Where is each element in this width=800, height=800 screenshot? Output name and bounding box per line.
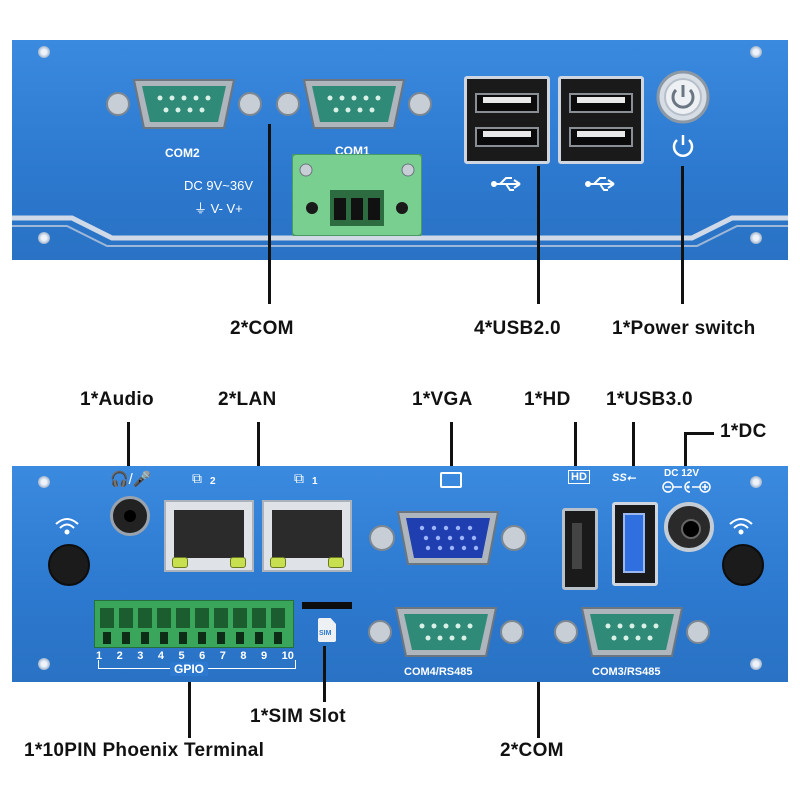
callout-top-com: 2*COM <box>230 318 294 339</box>
lan-led <box>270 557 286 568</box>
com1-port <box>276 79 432 129</box>
callout-terminal: 1*10PIN Phoenix Terminal <box>24 740 265 761</box>
com2-port <box>106 79 262 129</box>
sim-label: SIM <box>319 630 332 637</box>
callout-vga: 1*VGA <box>412 389 473 410</box>
antenna-hole <box>48 544 90 586</box>
hdmi-port[interactable] <box>562 508 598 590</box>
callout-dc: 1*DC <box>720 421 767 442</box>
screw <box>38 232 50 244</box>
com-bottom-pointer-line <box>537 682 540 738</box>
screw <box>38 476 50 488</box>
dc-input-text-line1: DC 9V~36V <box>184 178 254 193</box>
lan1-sub: 1 <box>312 476 318 487</box>
lan2-port[interactable] <box>164 500 254 572</box>
gpio-pin: 3 <box>137 650 144 662</box>
screw <box>750 46 762 58</box>
gpio-pin: 5 <box>178 650 185 662</box>
gpio-pin: 9 <box>261 650 268 662</box>
com-pointer-line <box>268 124 271 304</box>
power-button[interactable] <box>656 70 710 124</box>
sim-pointer-line <box>323 646 326 702</box>
dc-label: DC 12V <box>664 468 700 479</box>
com4-label: COM4/RS485 <box>404 666 473 678</box>
audio-pointer-line <box>127 422 130 466</box>
antenna-hole <box>722 544 764 586</box>
network-icon: ⧉ <box>192 470 202 486</box>
com2-label: COM2 <box>165 146 200 160</box>
gpio-pin: 10 <box>281 650 294 662</box>
vga-pointer-line <box>450 422 453 466</box>
usb3-label: SS⭠ <box>612 472 636 484</box>
usb2-stack-right <box>558 76 644 164</box>
top-io-panel: COM2 COM1 DC 9V~36V ⏚ V- V+ <box>12 40 788 260</box>
usb3-port[interactable] <box>612 502 658 586</box>
power-icon <box>672 135 694 157</box>
dc-pointer-line-h <box>684 432 714 435</box>
lan2-sub: 2 <box>210 476 216 487</box>
callout-top-usb: 4*USB2.0 <box>474 318 561 339</box>
gpio-pin-numbers: 1 2 3 4 5 6 7 8 9 10 <box>96 650 294 662</box>
dc-jack[interactable] <box>664 502 714 552</box>
wifi-icon <box>55 518 79 535</box>
dc-power-terminal <box>292 154 422 236</box>
screw <box>38 658 50 670</box>
callout-hd: 1*HD <box>524 389 571 410</box>
bottom-io-panel: 🎧/🎤 ⧉ 2 ⧉ 1 HD SS⭠ DC 12V <box>12 466 788 682</box>
lan1-port[interactable] <box>262 500 352 572</box>
gpio-pin: 4 <box>157 650 164 662</box>
usb2-port[interactable] <box>475 127 539 147</box>
screw <box>750 658 762 670</box>
usb-pointer-line <box>537 166 540 304</box>
dc-input-text-line2: ⏚ V- V+ <box>194 201 243 216</box>
com3-port <box>554 607 710 657</box>
power-pointer-line <box>681 166 684 304</box>
gpio-pin: 6 <box>199 650 206 662</box>
sim-slot[interactable] <box>302 602 352 609</box>
network-icon: ⧉ <box>294 470 304 486</box>
screw <box>750 232 762 244</box>
callout-audio: 1*Audio <box>80 389 154 410</box>
hd-label: HD <box>568 470 590 484</box>
usb3-pointer-line <box>632 422 635 466</box>
usb2-port[interactable] <box>569 93 633 113</box>
usb2-stack-left <box>464 76 550 164</box>
com4-port <box>368 607 524 657</box>
gpio-terminal <box>94 600 294 648</box>
screw <box>38 46 50 58</box>
usb-icon <box>491 177 521 191</box>
gpio-pin: 7 <box>219 650 226 662</box>
hd-pointer-line <box>574 422 577 466</box>
callout-power-switch: 1*Power switch <box>612 318 756 339</box>
vga-port[interactable] <box>366 504 530 572</box>
usb2-port[interactable] <box>475 93 539 113</box>
wifi-icon <box>729 518 753 535</box>
gpio-pin: 2 <box>116 650 123 662</box>
com3-label: COM3/RS485 <box>592 666 661 678</box>
gpio-pin: 8 <box>240 650 247 662</box>
panel-trim-top <box>12 215 788 247</box>
gpio-pin: 1 <box>96 650 103 662</box>
callout-sim: 1*SIM Slot <box>250 706 346 727</box>
dc-polarity-icon <box>662 481 711 493</box>
screw <box>750 476 762 488</box>
gpio-label: GPIO <box>170 662 209 676</box>
callout-bottom-com: 2*COM <box>500 740 564 761</box>
callout-lan: 2*LAN <box>218 389 277 410</box>
sim-icon: SIM <box>318 618 336 642</box>
terminal-pointer-line <box>188 682 191 738</box>
headset-mic-icon: 🎧/🎤 <box>110 471 152 488</box>
lan-led <box>328 557 344 568</box>
callout-usb3: 1*USB3.0 <box>606 389 693 410</box>
lan-led <box>230 557 246 568</box>
usb2-port[interactable] <box>569 127 633 147</box>
dc-pointer-line <box>684 432 687 466</box>
monitor-icon <box>440 472 462 488</box>
lan-led <box>172 557 188 568</box>
audio-jack[interactable] <box>110 496 150 536</box>
lan-pointer-line <box>257 422 260 466</box>
usb-icon <box>585 177 615 191</box>
